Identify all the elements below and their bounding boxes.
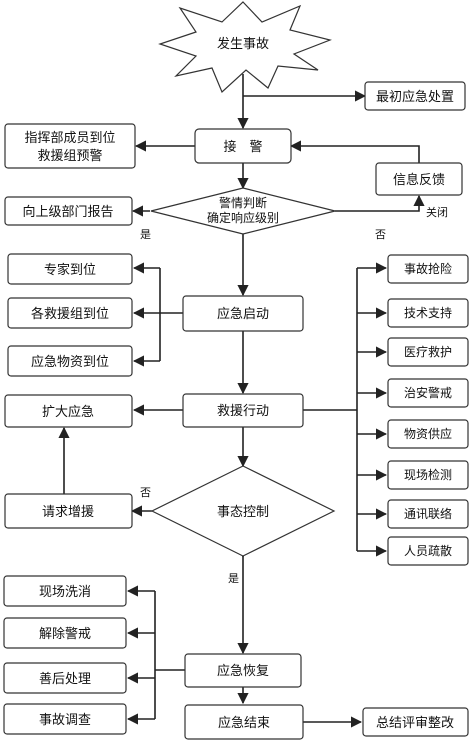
after-1-label: 现场洗消 [39,585,91,600]
node-judge: 警情判断 确定响应级别 [150,187,336,235]
node-end: 应急结束 [184,704,304,740]
node-action-8: 人员疏散 [387,536,469,566]
edge-feedback-to-receive [289,140,420,163]
node-commander: 指挥部成员到位 救援组预警 [4,123,136,169]
node-action-4: 治安警戒 [387,378,469,408]
connectors [58,74,425,728]
label-yes-control: 是 [228,572,239,585]
node-experts: 专家到位 [7,253,133,285]
node-initial: 最初应急处置 [364,81,466,111]
feedback-label: 信息反馈 [393,172,445,188]
node-action-3: 医疗救护 [387,337,469,367]
action-3-label: 医疗救护 [404,344,452,359]
node-after-2: 解除警戒 [3,617,127,649]
control-diamond [150,465,336,557]
receive-label: 接 警 [223,139,262,155]
label-yes-judge: 是 [140,228,151,241]
node-after-1: 现场洗消 [3,575,127,607]
rescue-groups-label: 各救援组到位 [31,306,109,322]
action-4-label: 治安警戒 [404,385,452,400]
edge-judge-to-feedback [335,194,425,212]
node-request: 请求增援 [4,493,133,529]
label-close: 关闭 [426,205,448,219]
summary-label: 总结评审整改 [376,716,454,731]
rescue-label: 救援行动 [217,403,269,419]
node-rescue-groups: 各救援组到位 [7,297,133,329]
initial-label: 最初应急处置 [376,89,454,105]
request-label: 请求增援 [42,505,94,520]
label-no-control: 否 [140,486,151,499]
node-action-2: 技术支持 [387,298,469,328]
activate-label: 应急启动 [217,306,269,322]
label-no-judge: 否 [375,228,386,241]
node-feedback: 信息反馈 [375,162,463,196]
node-receive: 接 警 [194,128,292,164]
action-2-label: 技术支持 [404,305,452,320]
node-action-1: 事故抢险 [387,254,469,284]
commander-line-1: 指挥部成员到位 [24,131,115,146]
judge-line-1: 警情判断 [219,195,267,210]
report-up-label: 向上级部门报告 [22,204,113,220]
supplies-ready-label: 应急物资到位 [31,354,109,370]
node-rescue: 救援行动 [182,393,304,428]
node-control: 事态控制 [150,465,336,557]
start-label: 发生事故 [217,36,269,52]
action-1-label: 事故抢险 [404,261,452,276]
action-6-label: 现场检测 [404,467,452,482]
node-recover: 应急恢复 [184,653,302,688]
node-action-5: 物资供应 [387,419,469,449]
recover-label: 应急恢复 [217,663,269,679]
node-report-up: 向上级部门报告 [4,196,133,226]
after-4-label: 事故调查 [39,713,91,728]
after-3-label: 善后处理 [39,671,91,687]
burst-shape [158,1,332,94]
end-label: 应急结束 [218,715,270,731]
commander-line-2: 救援组预警 [37,148,102,164]
judge-diamond [150,187,336,235]
node-summary: 总结评审整改 [362,707,469,737]
judge-line-2: 确定响应级别 [207,210,279,225]
action-8-label: 人员疏散 [404,543,452,558]
experts-label: 专家到位 [44,262,96,278]
node-supplies-ready: 应急物资到位 [7,345,133,377]
node-after-4: 事故调查 [3,703,127,735]
expand-label: 扩大应急 [42,404,94,420]
node-expand: 扩大应急 [4,394,133,428]
node-action-6: 现场检测 [387,460,469,490]
node-activate: 应急启动 [182,295,304,332]
action-5-label: 物资供应 [404,426,452,441]
node-start: 发生事故 [158,1,332,94]
control-label: 事态控制 [217,505,269,520]
after-2-label: 解除警戒 [39,626,91,642]
action-7-label: 通讯联络 [404,506,452,521]
node-after-3: 善后处理 [3,662,127,694]
node-action-7: 通讯联络 [387,499,469,529]
